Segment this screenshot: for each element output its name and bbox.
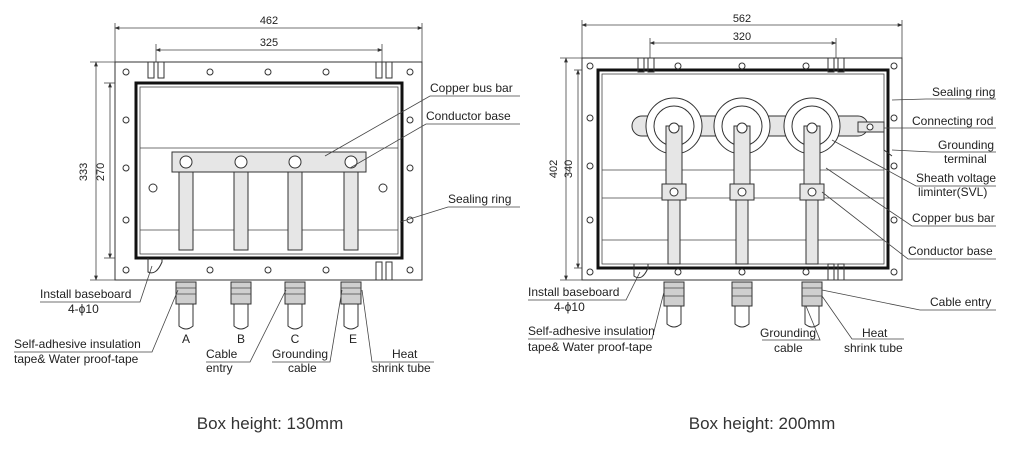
left-dim-height-inner: 270 (95, 163, 107, 181)
left-label-copper-bus-bar: Copper bus bar (430, 81, 513, 95)
left-copper-bus-bar (171, 151, 367, 173)
right-label-install-baseboard: Install baseboard (528, 285, 619, 299)
right-dim-width-inner: 320 (733, 31, 751, 43)
left-label-grounding-1: Grounding (272, 347, 328, 361)
right-drawing: 562 320 402 340 (528, 13, 996, 433)
left-phase-e: E (349, 332, 357, 346)
left-height-dimensions: 333 270 (78, 61, 115, 281)
left-label-insulation-2: tape& Water proof-tape (14, 352, 139, 366)
right-label-heat-2: shrink tube (844, 341, 903, 355)
right-label-svl-2: liminter(SVL) (918, 185, 987, 199)
right-label-grounding-cable-1: Grounding (760, 326, 816, 340)
right-callouts: Sealing ring Connecting rod Grounding te… (528, 85, 996, 355)
left-dim-width-inner: 325 (260, 37, 278, 49)
right-caption: Box height: 200mm (689, 414, 835, 433)
right-dim-height-outer: 402 (548, 160, 560, 178)
right-label-conductor-base: Conductor base (908, 244, 993, 258)
left-dim-height-outer: 333 (78, 163, 90, 181)
right-label-grounding-cable-2: cable (774, 341, 803, 355)
left-phase-c: C (291, 332, 300, 346)
right-width-dimensions: 562 320 (581, 13, 903, 58)
left-label-sealing-ring: Sealing ring (448, 192, 511, 206)
right-height-dimensions: 402 340 (548, 57, 582, 281)
right-label-svl-1: Sheath voltage (916, 171, 996, 185)
right-label-cable-entry: Cable entry (930, 295, 991, 309)
right-label-heat-1: Heat (862, 326, 888, 340)
right-dim-height-inner: 340 (563, 160, 575, 178)
left-label-heat-1: Heat (392, 347, 418, 361)
left-phase-a: A (182, 332, 190, 346)
left-label-cable-1: Cable (206, 347, 238, 361)
right-label-grounding-terminal-1: Grounding (938, 138, 994, 152)
left-label-install-baseboard: Install baseboard (40, 287, 131, 301)
right-dim-width-outer: 562 (733, 13, 751, 25)
right-label-insulation-1: Self-adhesive insulation (528, 324, 655, 338)
left-label-insulation-1: Self-adhesive insulation (14, 337, 141, 351)
left-caption: Box height: 130mm (197, 414, 343, 433)
left-phase-b: B (237, 332, 245, 346)
right-label-sealing-ring: Sealing ring (932, 85, 995, 99)
left-label-conductor-base: Conductor base (426, 109, 511, 123)
right-label-holes: 4-ϕ10 (554, 300, 585, 314)
left-label-grounding-2: cable (288, 361, 317, 375)
left-label-holes: 4-ϕ10 (68, 302, 99, 316)
left-box (114, 61, 423, 330)
right-label-insulation-2: tape& Water proof-tape (528, 340, 653, 354)
right-label-grounding-terminal-2: terminal (944, 152, 987, 166)
left-label-cable-2: entry (206, 361, 233, 375)
left-drawing: 462 325 333 270 (14, 15, 520, 433)
right-label-connecting-rod: Connecting rod (912, 114, 993, 128)
left-width-dimensions: 462 325 (114, 15, 423, 62)
right-box (581, 57, 903, 328)
left-callouts: Copper bus bar Conductor base Sealing ri… (14, 81, 520, 375)
left-label-heat-2: shrink tube (372, 361, 431, 375)
left-dim-width-outer: 462 (260, 15, 278, 27)
right-label-copper-bus-bar: Copper bus bar (912, 211, 995, 225)
